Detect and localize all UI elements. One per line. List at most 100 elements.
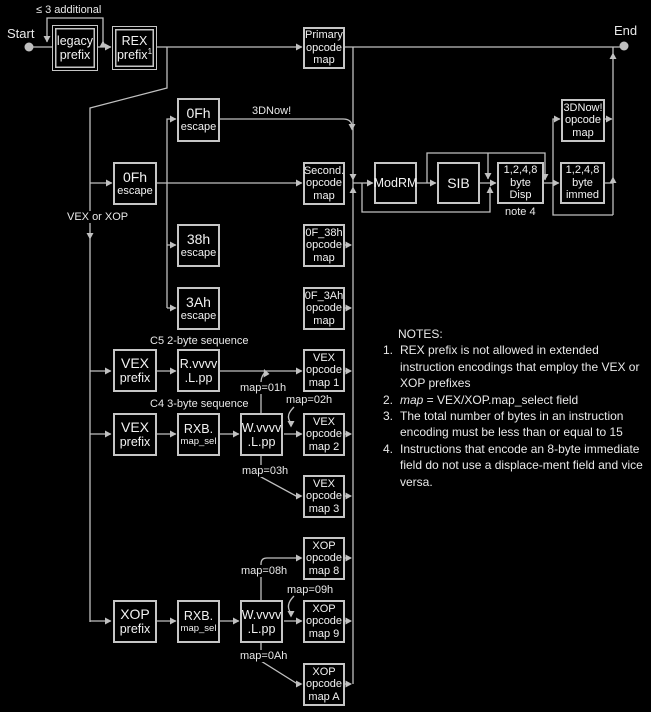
node-sib: SIB [437,162,480,204]
map-09h-label: map=09h [287,584,334,596]
note-item-3: 3. The total number of bytes in an instr… [383,408,651,441]
node-label: map [313,54,335,67]
node-vex-opcode-map2: VEX opcode map 2 [303,413,345,456]
note-number: 2. [383,392,394,407]
note-text-rest: = VEX/XOP.map_select field [423,392,579,407]
notes-heading: NOTES: [398,327,443,341]
node-label: Disp [509,189,532,202]
node-label: opcode [305,615,343,628]
note-item-4: 4. Instructions that encode an 8-byte im… [383,441,651,490]
node-label: escape [117,184,153,197]
note1-superscript: 1 [147,46,153,56]
node-label: W.vvvv [241,607,282,622]
notes-block: NOTES: 1. REX prefix is not allowed in e… [383,326,651,490]
node-secondary-opcode-map: Second. opcode map [303,162,345,205]
node-0f38h-opcode-map: 0F_38h opcode map [303,224,345,267]
node-label: opcode [305,552,343,565]
node-label: opcode [305,239,343,252]
note-italic-term: map [400,392,424,407]
node-xop-opcode-mapA: XOP opcode map A [303,663,345,706]
node-label: map A [308,690,340,703]
map-0ah-label: map=0Ah [238,650,290,662]
node-label: map_sel [180,623,217,634]
node-label: VEX [312,415,335,428]
note-item-2: 2. map = VEX/XOP.map_select field [383,392,651,408]
node-label: opcode [305,678,343,691]
node-label: 0F_3Ah [304,289,344,302]
node-0f3ah-opcode-map: 0F_3Ah opcode map [303,287,345,330]
node-label: 1,2,4,8 [565,164,600,177]
node-3dnow-opcode-map: 3DNow! opcode map [561,99,605,142]
note-number: 3. [383,409,394,424]
node-label: RXB. [183,609,214,623]
node-38h-escape: 38h escape [177,224,220,267]
node-label: legacy [56,34,94,48]
vex-or-xop-path-label: VEX or XOP [65,211,131,223]
node-label: byte [510,176,531,189]
node-label: VEX [312,351,335,364]
node-label: map_sel [180,436,217,447]
node-label: prefix [119,435,151,449]
note-number: 4. [383,441,394,456]
node-label: 3Ah [186,293,211,310]
node-rex-prefix: REX prefix1 [112,26,157,70]
node-wvvvv-lpp-c4: W.vvvv .L.pp [240,413,283,456]
c5-sequence-label: C5 2-byte sequence [150,335,249,347]
map-02h-label: map=02h [286,394,333,406]
node-3ah-escape: 3Ah escape [177,287,220,330]
node-label: prefix1 [116,46,153,62]
node-label: byte [572,176,593,189]
node-label: 1,2,4,8 [503,164,538,177]
node-label: prefix [119,622,151,636]
note-number: 1. [383,343,394,358]
node-label: 0Fh [122,168,148,185]
c4-sequence-label: C4 3-byte sequence [150,398,249,410]
node-xop-prefix: XOP prefix [113,600,157,643]
node-label: 0F_38h [305,226,343,239]
node-label: map [313,189,335,202]
node-label: opcode [305,177,343,190]
node-label: map 2 [308,440,340,453]
node-xop-opcode-map9: XOP opcode map 9 [303,600,345,643]
node-modrm: ModRM [374,162,417,204]
node-label: SIB [447,174,470,191]
node-label: opcode [305,302,343,315]
map-03h-label: map=03h [240,465,291,477]
node-label: VEX [312,477,335,490]
node-label: XOP [312,602,336,615]
node-displacement: 1,2,4,8 byte Disp [497,162,544,204]
node-label: prefix [119,371,151,385]
node-label: 3DNow! [563,101,603,114]
node-label: ModRM [373,176,418,190]
node-label: .L.pp [247,621,276,636]
node-label: escape [180,121,217,134]
node-immediate: 1,2,4,8 byte immed [560,162,605,204]
node-label: opcode [564,114,602,127]
node-rxb-mapsel-c4: RXB. map_sel [177,413,220,456]
node-label: RXB. [183,422,214,436]
node-0fh-escape: 0Fh escape [113,162,157,205]
node-label: Primary [305,29,343,42]
legacy-prefix-repeat-note: ≤ 3 additional [36,4,102,16]
map-08h-label: map=08h [239,565,290,577]
node-label: 38h [186,230,211,247]
node-primary-opcode-map: Primary opcode map [303,27,345,69]
note-text: REX prefix is not allowed in extended in… [400,343,640,391]
node-label: R.vvvv [179,356,218,371]
note-text: Instructions that encode an 8-byte immed… [400,441,643,489]
node-label: .L.pp [247,434,276,449]
node-label: prefix [59,48,91,62]
node-wvvvv-lpp-xop: W.vvvv .L.pp [240,600,283,643]
note-text: The total number of bytes in an instruct… [400,409,624,440]
node-label: opcode [305,364,343,377]
node-label: Second. [303,164,345,177]
node-rvvvv-lpp: R.vvvv .L.pp [177,349,220,392]
node-label: opcode [305,490,343,503]
node-0fh-escape-upper: 0Fh escape [177,98,220,142]
note4-reference: note 4 [505,206,536,218]
node-label: map 1 [308,376,340,389]
node-label: immed [565,189,599,202]
node-label: map [313,314,335,327]
